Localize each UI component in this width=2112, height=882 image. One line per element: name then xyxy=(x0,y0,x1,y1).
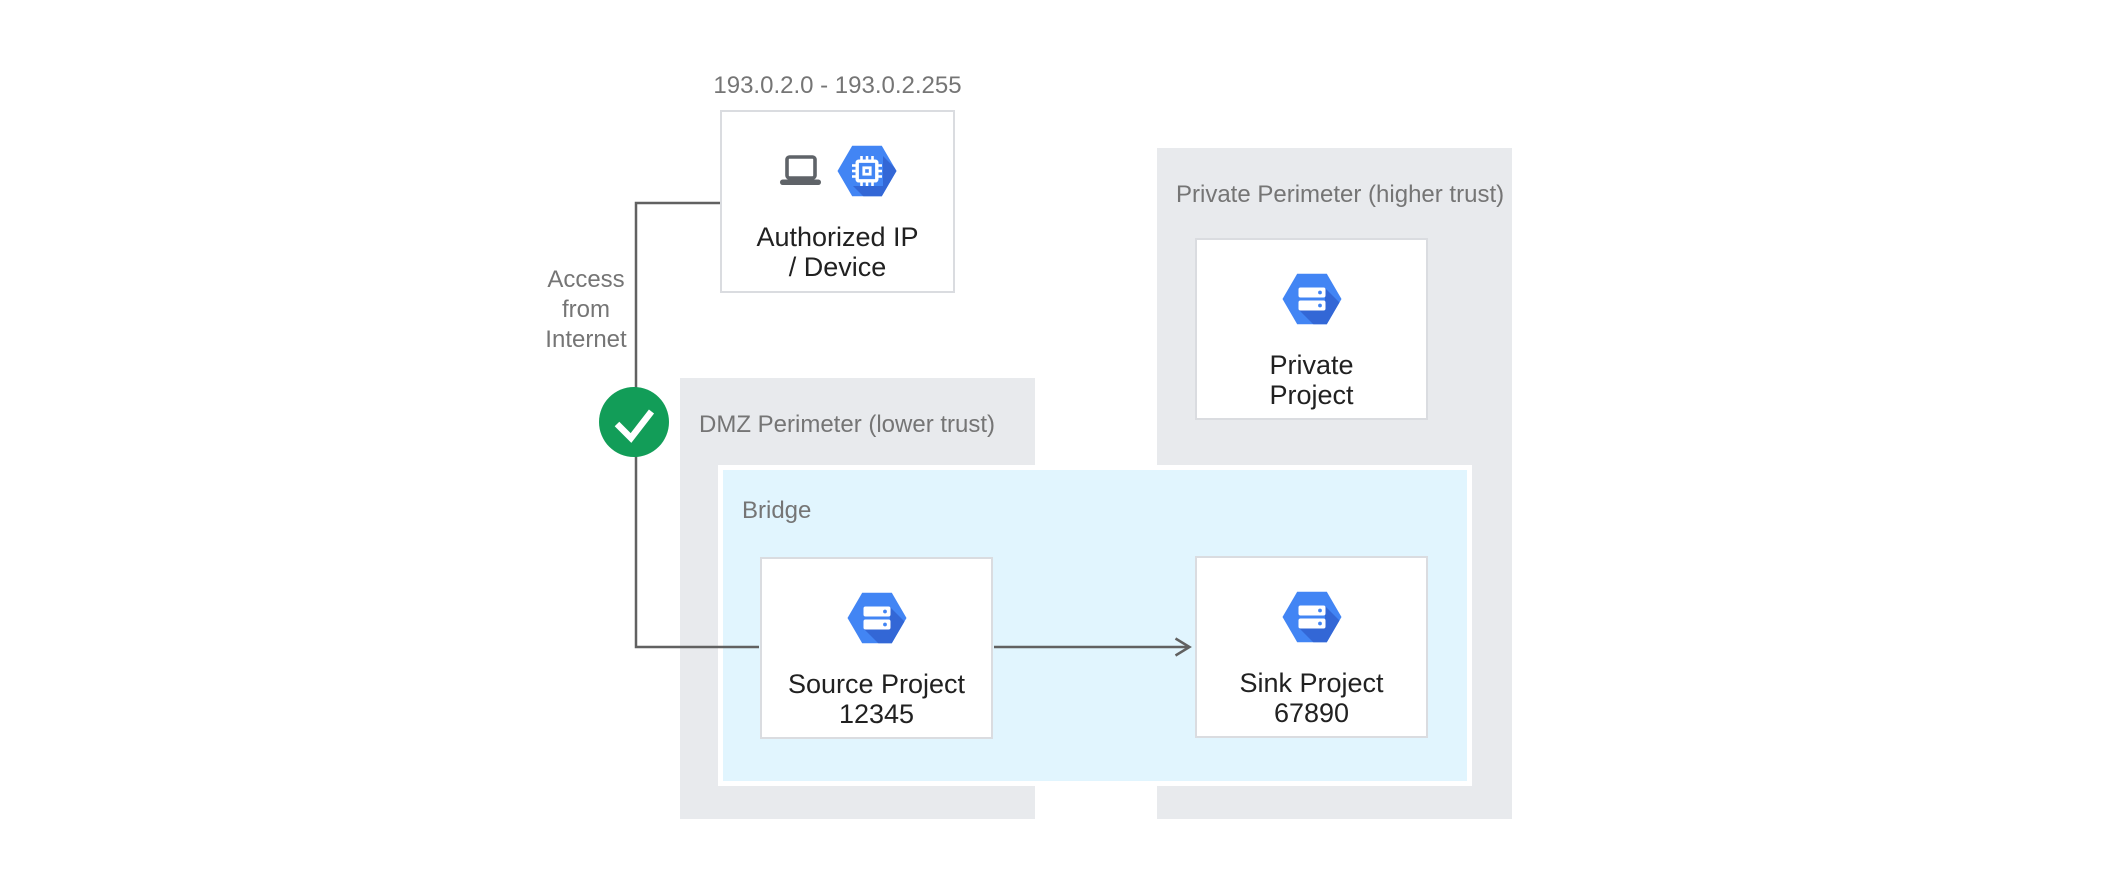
sink-node-title: Sink Project 67890 xyxy=(1239,668,1384,728)
ip-range-label: 193.0.2.0 - 193.0.2.255 xyxy=(713,72,962,99)
private-node-title: Private Project xyxy=(1269,350,1354,410)
private-project-node: Private Project xyxy=(1195,238,1428,420)
project-hexagon-icon xyxy=(1282,273,1342,330)
check-icon xyxy=(599,387,669,457)
private-perimeter-label: Private Perimeter (higher trust) xyxy=(1176,181,1505,208)
sink-node-icons xyxy=(1282,591,1342,648)
source-node-title: Source Project 12345 xyxy=(787,669,966,729)
project-hexagon-icon xyxy=(847,592,907,649)
sink-project-node: Sink Project 67890 xyxy=(1195,556,1428,738)
private-node-icons xyxy=(1282,273,1342,330)
project-hexagon-icon xyxy=(1282,591,1342,648)
laptop-icon xyxy=(778,155,822,191)
dmz-perimeter-label: DMZ Perimeter (lower trust) xyxy=(699,411,996,438)
access-label-line: Access xyxy=(547,266,625,293)
source-project-node: Source Project 12345 xyxy=(760,557,993,739)
authorized-node-icons xyxy=(778,145,897,202)
compute-engine-icon xyxy=(837,145,897,202)
authorized-node-title: Authorized IP / Device xyxy=(756,222,919,282)
source-node-icons xyxy=(847,592,907,649)
access-label-line: Internet xyxy=(545,326,627,353)
bridge-label: Bridge xyxy=(742,497,812,524)
access-label-line: from xyxy=(562,296,610,323)
authorized-ip-device-node: Authorized IP / Device xyxy=(720,110,955,293)
access-from-internet-label: Access from Internet xyxy=(520,265,652,355)
